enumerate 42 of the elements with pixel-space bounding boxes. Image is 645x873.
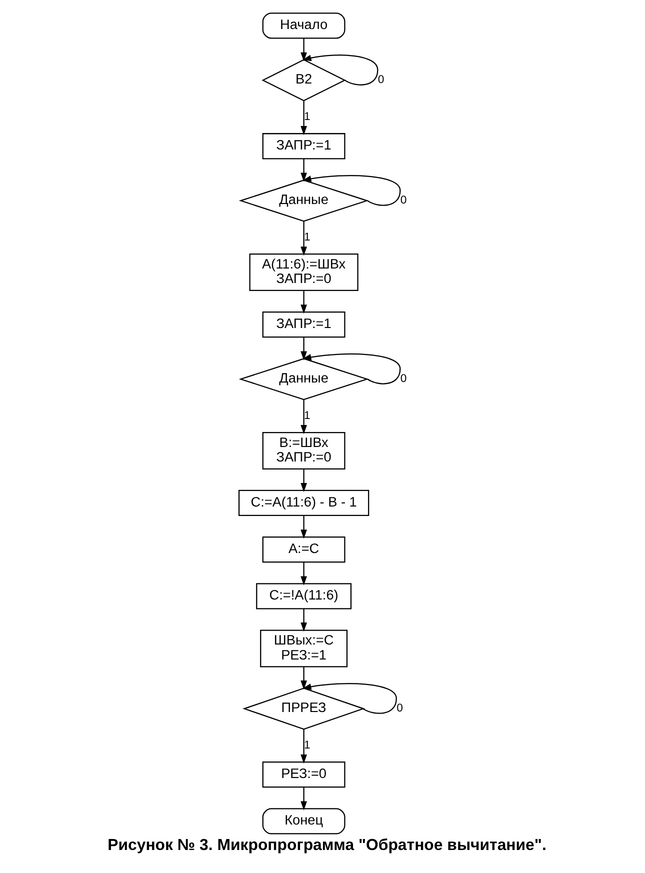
arrow: [300, 562, 306, 586]
edge-label: 0: [400, 194, 406, 207]
node-box: Начало: [262, 12, 345, 39]
arrow: [300, 222, 306, 256]
node-box: B:=ШВх ЗАПР:=0: [262, 432, 345, 470]
node-box: ШВых:=C РЕЗ:=1: [260, 630, 348, 668]
node-box: A:=C: [262, 536, 345, 563]
node-diamond: Данные: [238, 180, 368, 222]
edge-label: 0: [400, 372, 406, 385]
caption: Рисунок № 3. Микропрограмма "Обратное вычитание".: [107, 836, 546, 854]
node-box: ЗАПР:=1: [262, 133, 345, 160]
node-box: ЗАПР:=1: [262, 311, 345, 338]
arrow: [300, 100, 306, 136]
node-box: C:=A(11:6) - B - 1: [238, 490, 369, 516]
arrow: [300, 469, 306, 492]
node-box: A(11:6):=ШВх ЗАПР:=0: [248, 254, 358, 292]
arrow: [302, 683, 396, 714]
edge-label: 0: [396, 702, 402, 715]
edge-label: 1: [304, 410, 310, 422]
node-box: C:=!A(11:6): [256, 583, 352, 610]
node-diamond: Данные: [238, 358, 368, 400]
arrow: [300, 290, 306, 314]
arrow: [300, 158, 306, 182]
arrow: [300, 337, 306, 360]
arrow: [300, 38, 306, 62]
arrow: [302, 353, 400, 384]
arrow: [302, 54, 378, 86]
arrow: [300, 516, 306, 539]
node-diamond: B2: [261, 59, 346, 102]
arrow: [302, 175, 400, 206]
node-box: Конец: [262, 808, 345, 834]
arrow: [300, 400, 306, 434]
edge-label: 1: [304, 231, 310, 244]
node-diamond: ПРРЕЗ: [242, 688, 365, 730]
edge-label: 0: [377, 74, 384, 86]
node-box: РЕЗ:=0: [262, 762, 345, 788]
arrow: [300, 787, 306, 810]
arrow: [300, 608, 306, 632]
arrow: [300, 729, 306, 764]
edge-label: 1: [304, 739, 310, 752]
arrow: [300, 666, 306, 690]
edge-label: 1: [304, 110, 310, 123]
